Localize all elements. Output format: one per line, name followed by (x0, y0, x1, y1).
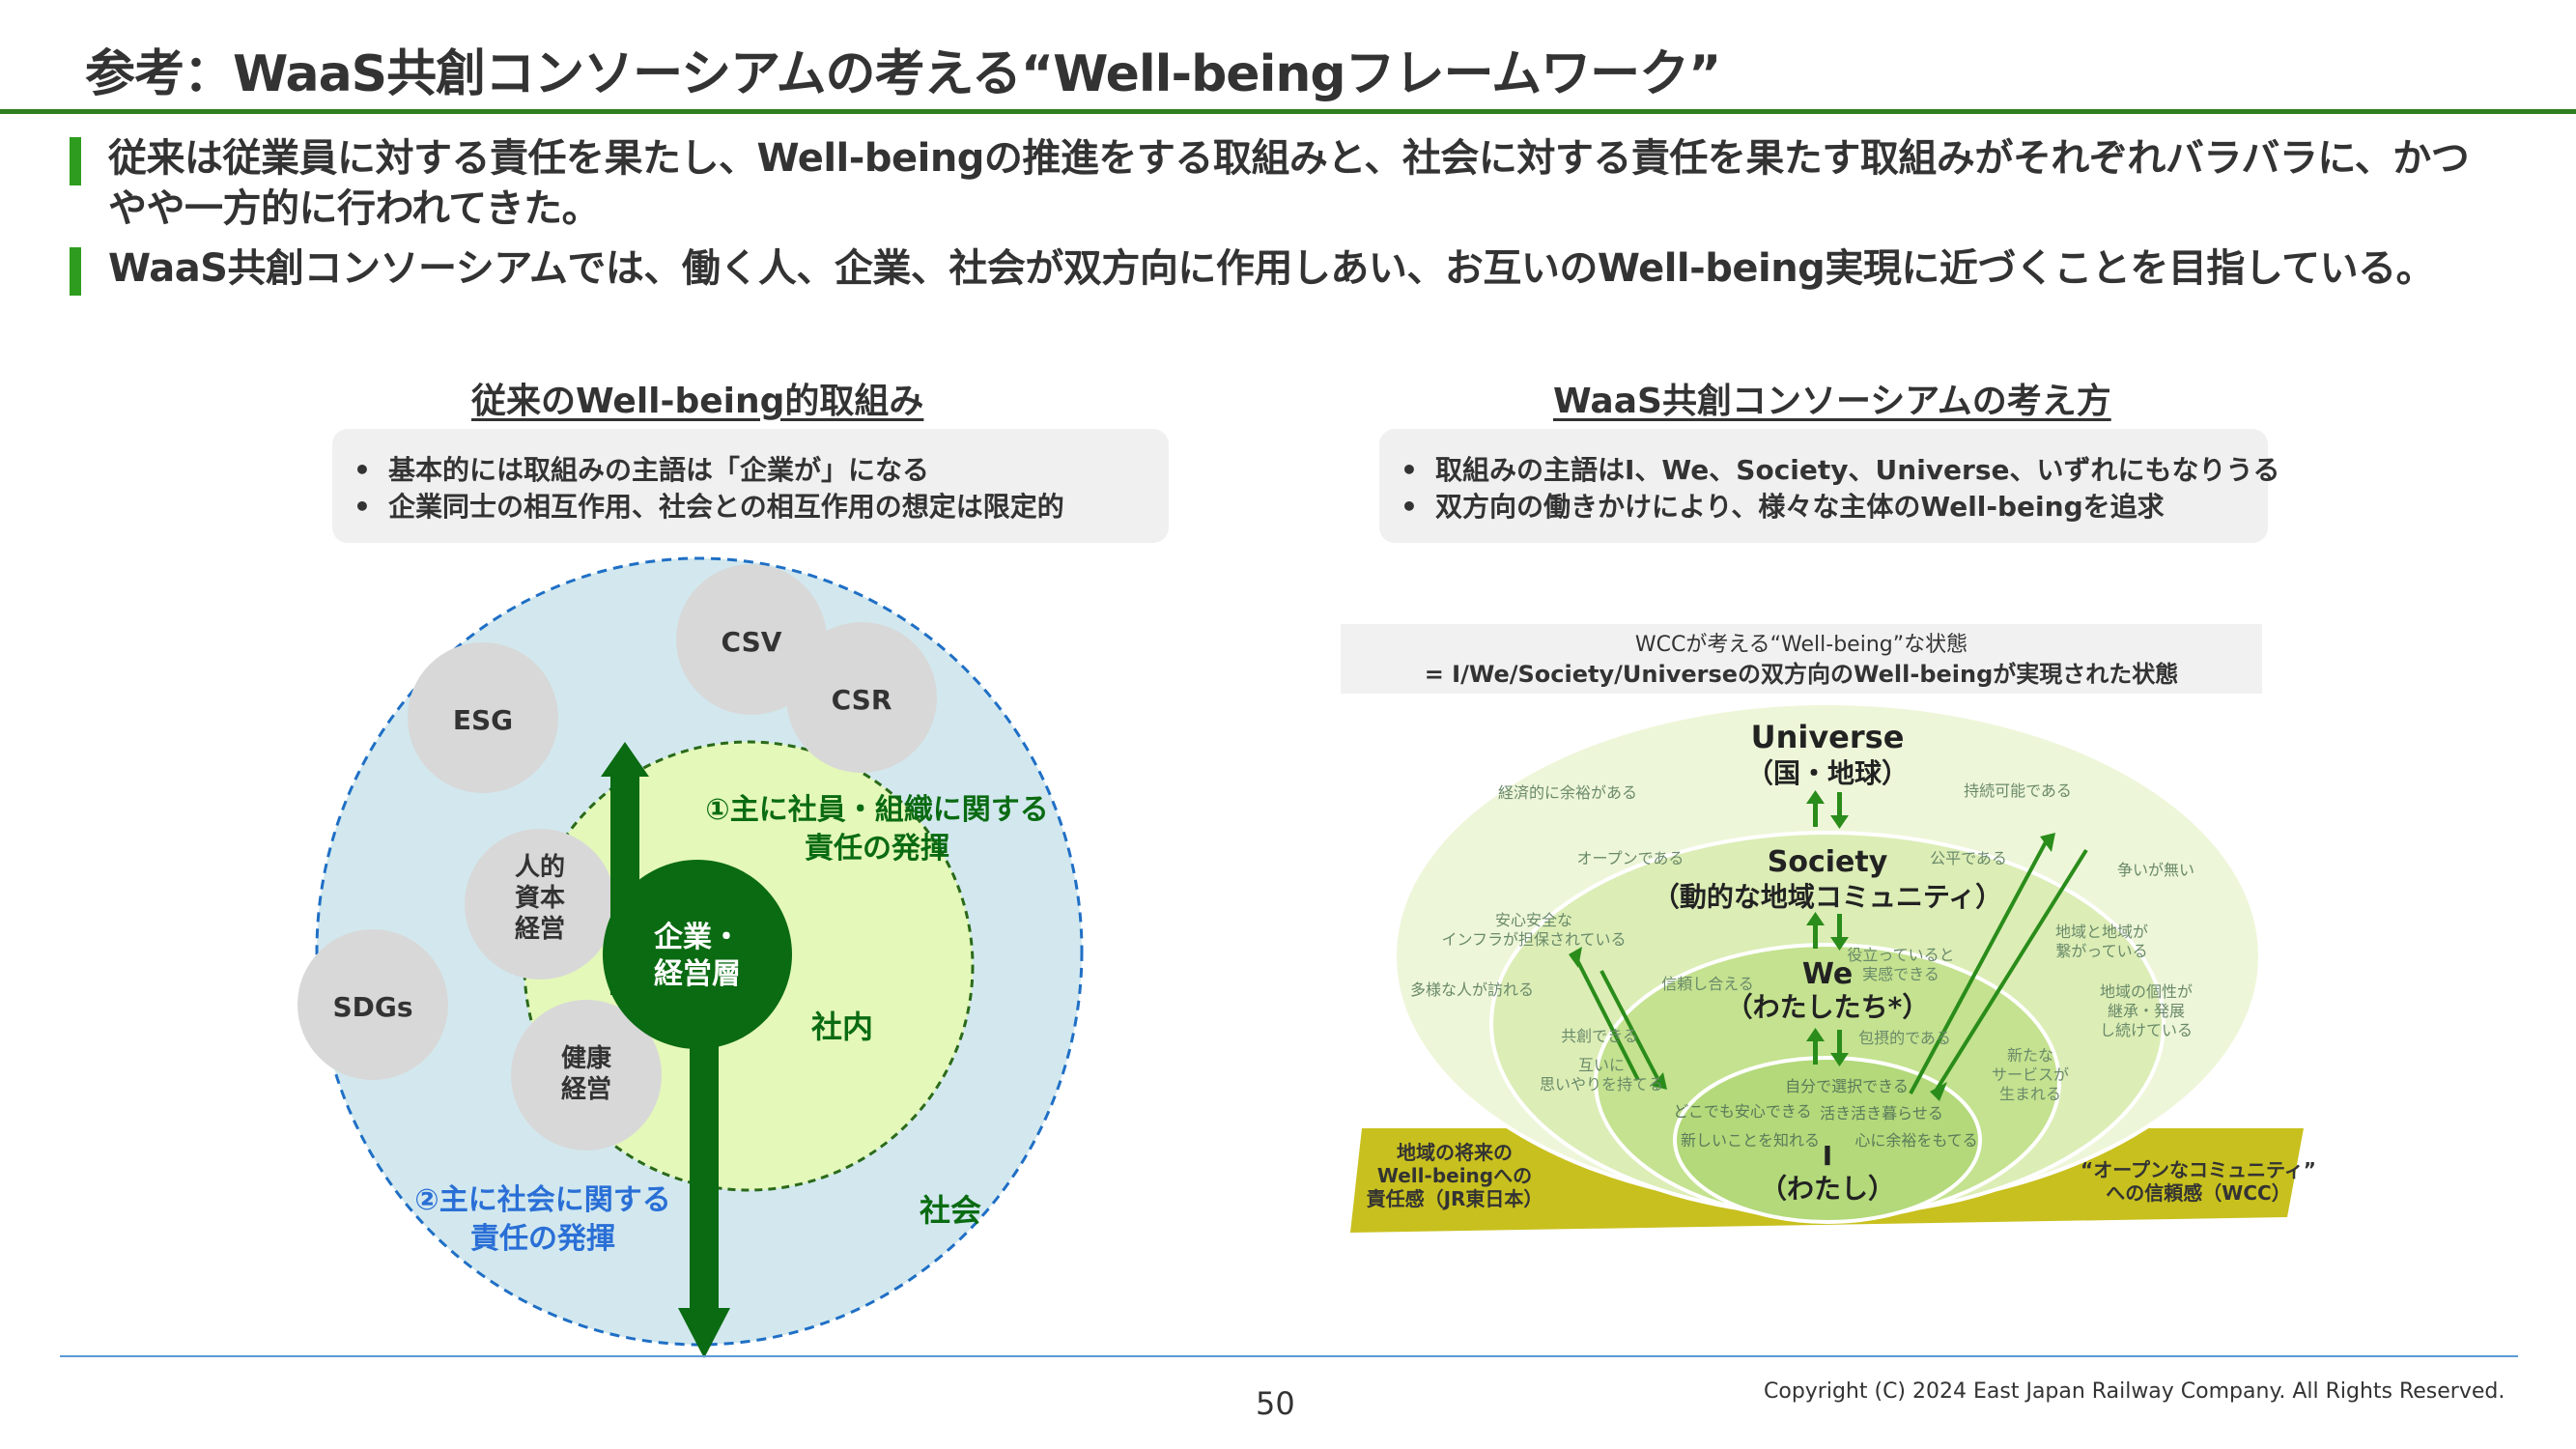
center-label-2: 経営層 (654, 957, 741, 991)
u-text-1: 経済的に余裕がある (1498, 783, 1637, 802)
universe-label: Universe (1751, 719, 1905, 755)
s-text-8: 地域の個性が (2100, 982, 2193, 1001)
right-section-title: WaaS共創コンソーシアムの考え方 (1553, 382, 2111, 421)
up-arrow-head (601, 742, 649, 777)
copyright: Copyright (C) 2024 East Japan Railway Co… (1764, 1379, 2505, 1404)
center-label-1: 企業・ (654, 921, 741, 954)
i-ellipse (1673, 1056, 1982, 1224)
caption-box (1341, 624, 2262, 694)
s-text-3: 安心安全な (1495, 911, 1572, 929)
bullet-2: WaaS共創コンソーシアムでは、働く人、企業、社会が双方向に作用しあい、お互いの… (108, 246, 2435, 291)
right-note-1: 取組みの主語はI、We、Society、Universe、いずれにもなりうる (1401, 452, 2280, 489)
inner-label: 社内 (811, 1009, 873, 1045)
hr-capital-circle (465, 829, 615, 980)
w-text-4: 共創できる (1561, 1027, 1638, 1045)
csv-label: CSV (722, 626, 782, 658)
we-label: We (1802, 957, 1853, 991)
page-number: 50 (1256, 1385, 1295, 1422)
band-right-2: への信頼感（WCC） (2106, 1181, 2290, 1205)
w-text-5: 包摂的である (1858, 1029, 1951, 1047)
resp1-label-1: ①主に社員・組織に関する (705, 793, 1048, 827)
down-arrow-head (678, 1308, 730, 1358)
bullet-1: 従来は従業員に対する責任を果たし、Well-beingの推進をする取組みと、社会… (108, 133, 2542, 234)
i-text-2: どこでも安心できる (1673, 1102, 1811, 1121)
u-text-2: 持続可能である (1964, 781, 2072, 800)
health-label-2: 経営 (561, 1074, 611, 1104)
i-text-4: 新しいことを知れる (1681, 1131, 1820, 1150)
s-text-9: 継承・発展 (2108, 1002, 2185, 1020)
health-label-1: 健康 (561, 1043, 612, 1073)
traditional-wellbeing-diagram: CSV CSR ESG SDGs 人的 資本 経営 健康 経営 企業・ 経営層 … (297, 556, 1084, 1358)
caption-line-1: WCCが考える“Well-being”な状態 (1635, 633, 1967, 657)
esg-circle (408, 642, 558, 793)
bullet-marker (70, 137, 81, 185)
s-text-10: し続けている (2100, 1021, 2193, 1039)
s-text-1: オープンである (1577, 849, 1684, 867)
resp2-label-1: ②主に社会に関する (414, 1183, 670, 1217)
band-left-1: 地域の将来の (1397, 1141, 1513, 1164)
band-left-2: Well-beingへの (1377, 1164, 1532, 1187)
health-mgmt-circle (511, 1000, 662, 1151)
w-text-3: 信頼し合える (1661, 975, 1754, 993)
footer-rule (60, 1355, 2518, 1357)
csr-circle (786, 622, 937, 773)
resp2-label-2: 責任の発揮 (470, 1222, 615, 1256)
w-text-9: サービスが (1992, 1065, 2069, 1084)
i-text-5: 心に余裕をもてる (1854, 1131, 1977, 1150)
bullet-marker (70, 247, 81, 296)
outer-label: 社会 (920, 1192, 981, 1229)
society-sub: （動的な地域コミュニティ） (1653, 881, 2002, 913)
left-note-1: 基本的には取組みの主語は「企業が」になる (354, 452, 1169, 489)
s-text-6: 繋がっている (2055, 942, 2147, 960)
i-text-1: 自分で選択できる (1785, 1077, 1909, 1095)
left-section-title: 従来のWell-being的取組み (471, 382, 924, 421)
page-title: 参考：WaaS共創コンソーシアムの考える“Well-beingフレームワーク” (85, 45, 1721, 103)
title-underline (0, 109, 2576, 114)
universe-sub: （国・地球） (1746, 757, 1909, 789)
sdgs-label: SDGs (332, 991, 412, 1023)
w-text-10: 生まれる (1999, 1085, 2061, 1103)
w-text-8: 新たな (2007, 1046, 2053, 1065)
caption-line-2: = I/We/Society/Universeの双方向のWell-beingが実… (1425, 661, 2179, 688)
s-text-2: 公平である (1930, 849, 2007, 867)
bullet-1-line1: 従来は従業員に対する責任を果たし、Well-beingの推進をする取組みと、社会… (108, 136, 2470, 181)
left-note-box: 基本的には取組みの主語は「企業が」になる 企業同士の相互作用、社会との相互作用の… (332, 429, 1169, 543)
double-arrows (1806, 790, 1849, 1066)
hr-label-3: 経営 (515, 914, 565, 944)
i-sub: （わたし） (1760, 1173, 1895, 1205)
resp1-label-2: 責任の発揮 (805, 832, 949, 866)
sdgs-circle (297, 929, 448, 1080)
w-text-1: 役立っていると (1847, 946, 1954, 964)
w-text-7: 思いやりを持てる (1540, 1075, 1663, 1094)
diagonal-arrows (1574, 838, 2088, 1094)
u-text-3: 争いが無い (2117, 861, 2194, 879)
company-management-circle (603, 860, 792, 1049)
hr-label-1: 人的 (515, 852, 565, 882)
band-left-3: 責任感（JR東日本） (1367, 1187, 1543, 1210)
s-text-5: 地域と地域が (2055, 923, 2148, 941)
esg-label: ESG (453, 704, 513, 736)
diagonal-arrowheads (1569, 833, 2055, 1101)
bullet-1-line2: やや一方的に行われてきた。 (108, 186, 601, 231)
i-label: I (1823, 1140, 1832, 1172)
csr-label: CSR (832, 684, 892, 716)
w-text-6: 互いに (1578, 1056, 1625, 1074)
society-label: Society (1768, 845, 1888, 879)
right-note-box: 取組みの主語はI、We、Society、Universe、いずれにもなりうる 双… (1379, 429, 2280, 543)
band-right-1: “オープンなコミュニティ” (2081, 1158, 2316, 1181)
s-text-7: 多様な人が訪れる (1410, 980, 1534, 999)
we-sub: （わたしたち*） (1726, 991, 1930, 1023)
s-text-4: インフラが担保されている (1441, 930, 1626, 949)
i-text-3: 活き活き暮らせる (1820, 1104, 1943, 1122)
left-note-2: 企業同士の相互作用、社会との相互作用の想定は限定的 (354, 489, 1169, 526)
waas-wellbeing-diagram: WCCが考える“Well-being”な状態 = I/We/Society/Un… (1341, 624, 2316, 1233)
right-note-2: 双方向の働きかけにより、様々な主体のWell-beingを追求 (1401, 489, 2268, 526)
w-text-2: 実感できる (1862, 965, 1939, 983)
hr-label-2: 資本 (515, 884, 565, 913)
